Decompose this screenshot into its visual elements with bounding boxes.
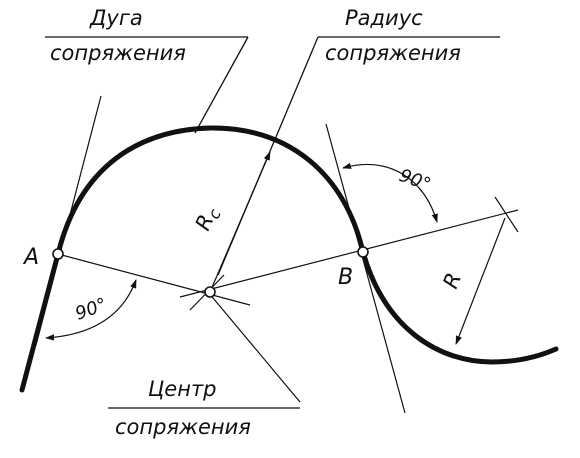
center-point-marker	[204, 286, 216, 298]
callout-leaders	[45, 36, 500, 409]
angle-marks	[45, 162, 438, 341]
arc-callout-line1: Дуга	[89, 6, 143, 30]
radius-r-line	[455, 217, 506, 345]
tangent-line-b	[325, 123, 406, 414]
angle-arc-right	[342, 162, 438, 223]
center-callout-line1: Центр	[148, 377, 217, 401]
angle-arc-left	[45, 279, 137, 341]
angle-left-label: 90°	[73, 294, 110, 325]
arc-callout-line2: сопряжения	[50, 41, 186, 65]
outer-center-cross	[494, 196, 519, 233]
line-a-to-center	[57, 253, 251, 306]
conjugation-arc	[55, 125, 366, 257]
angle-right-label: 90°	[396, 165, 433, 196]
radius-callout-line2: сопряжения	[325, 41, 461, 65]
arc-callout-pointer	[194, 36, 249, 134]
radius-rc-label: Rc	[191, 203, 225, 236]
radius-callout-line1: Радиус	[345, 6, 423, 30]
point-a-label: A	[22, 245, 39, 270]
point-b-marker	[357, 246, 369, 258]
line-center-to-outer-center	[179, 209, 519, 298]
construction-lines	[35, 95, 519, 414]
labels: Дуга сопряжения Радиус сопряжения Центр …	[22, 6, 466, 439]
contour	[19, 125, 559, 393]
points	[52, 246, 369, 298]
point-a-marker	[52, 248, 64, 260]
radius-r-label: R	[438, 269, 466, 292]
given-arc	[360, 249, 559, 365]
radius-arrows	[209, 151, 506, 345]
radius-callout-pointer	[217, 36, 319, 276]
line-center-down	[207, 291, 301, 403]
center-callout-line2: сопряжения	[115, 415, 251, 439]
point-b-label: B	[338, 265, 353, 290]
straight-segment	[19, 251, 61, 393]
